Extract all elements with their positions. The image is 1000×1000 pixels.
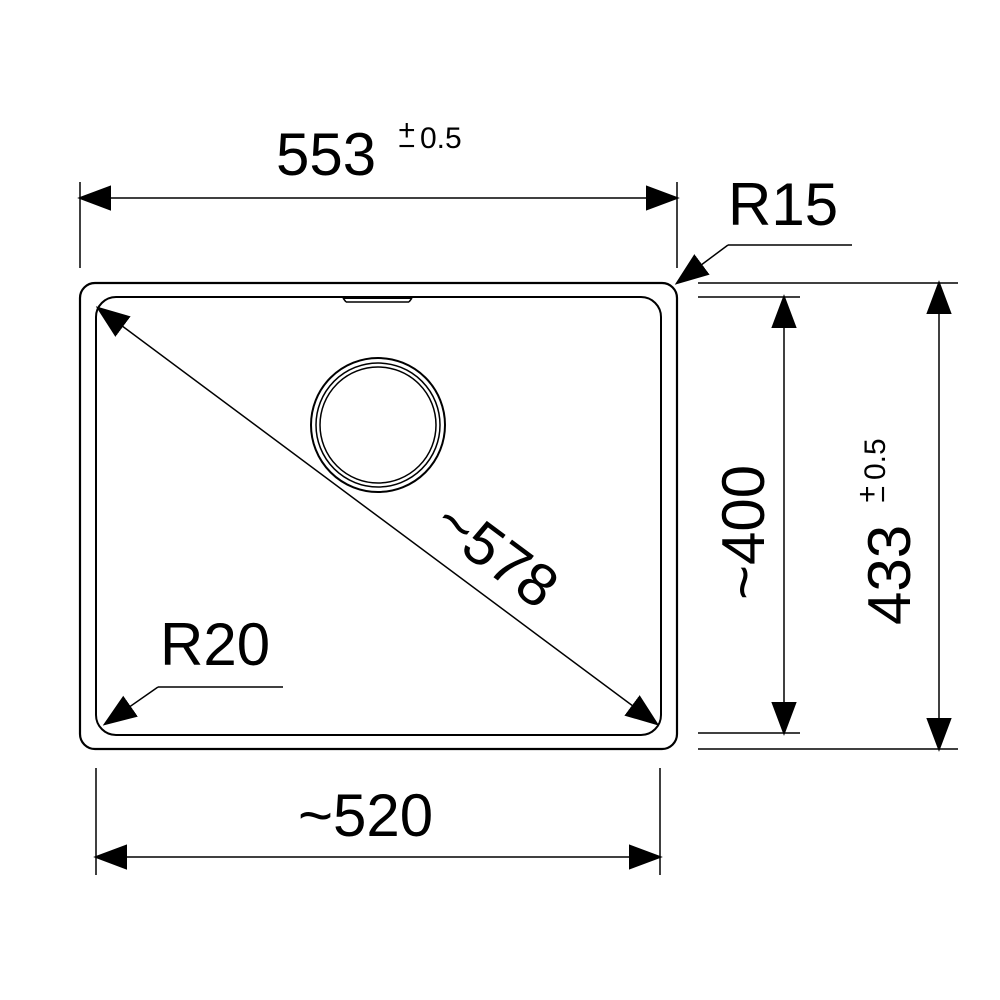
sink-outer-edge	[78, 281, 679, 751]
overall-width-tol-sign-bottom: −	[398, 130, 416, 163]
overall-height-tol-sign-bottom: −	[867, 485, 900, 503]
overall-width-value: 553	[276, 121, 376, 188]
inner-radius-label: R20	[160, 611, 270, 678]
overall-height-tolerance: 0.5	[859, 438, 892, 480]
diagonal-label: ~578	[422, 487, 570, 621]
inner-width-dimension: ~520	[93, 768, 663, 875]
inner-width-label: ~520	[298, 782, 433, 849]
inner-height-dimension: ~400	[698, 294, 800, 736]
overall-width-dimension: 553 + − 0.5	[77, 114, 680, 268]
overall-width-tolerance: 0.5	[420, 122, 462, 155]
outer-radius-callout: R15	[674, 171, 852, 285]
overall-width-tol-sign-top: +	[398, 114, 416, 147]
inner-height-label: ~400	[710, 465, 777, 600]
drain-hole	[310, 357, 446, 493]
overall-height-value: 433	[856, 525, 923, 625]
inner-radius-callout: R20	[102, 611, 283, 726]
overall-height-tol-sign-top: +	[851, 485, 884, 503]
overflow-slot	[342, 297, 413, 303]
outer-radius-label: R15	[728, 171, 838, 238]
overall-height-dimension: 433 + − 0.5	[698, 280, 958, 752]
